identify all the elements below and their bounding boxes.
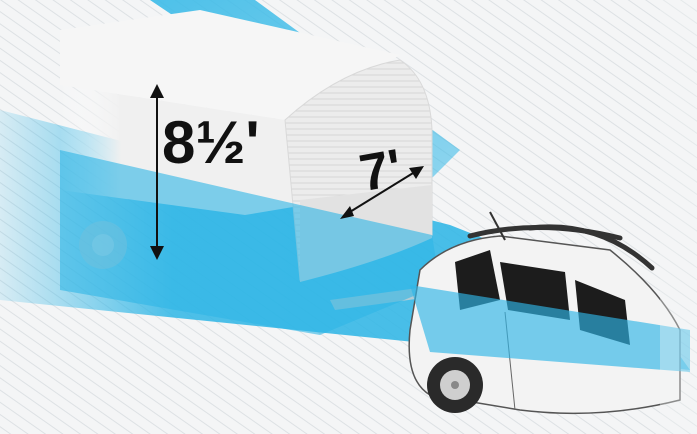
car-front-hub (451, 381, 459, 389)
edge-fade (660, 0, 697, 434)
height-label: 8½' (162, 109, 260, 176)
